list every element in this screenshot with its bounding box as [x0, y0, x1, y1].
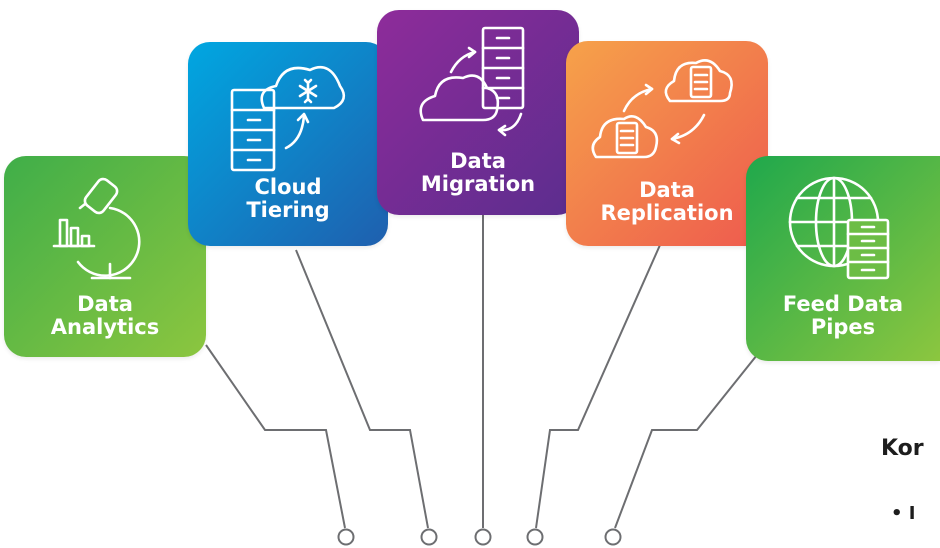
cloud-server-migration-icon	[419, 26, 525, 137]
tile-label-pipes-line1: Feed Data	[782, 292, 904, 316]
tile-label-tiering: Cloud Tiering	[188, 176, 388, 222]
tile-data-analytics[interactable]: Data Analytics	[4, 156, 206, 357]
tile-label-replication-line2: Replication	[600, 201, 734, 225]
tile-label-replication-line1: Data	[639, 178, 695, 202]
microscope-chart-icon	[52, 177, 141, 280]
tile-label-replication: Data Replication	[566, 179, 768, 225]
side-bullet-item: • I	[891, 503, 916, 524]
tile-data-migration[interactable]: Data Migration	[377, 10, 579, 215]
tile-label-tiering-line1: Cloud	[254, 175, 322, 199]
connector-replication	[535, 244, 661, 529]
tile-label-pipes-line2: Pipes	[810, 315, 876, 339]
connector-analytics	[205, 344, 346, 529]
tile-label-migration-line1: Data	[450, 149, 506, 173]
tile-label-analytics-line1: Data	[77, 292, 133, 316]
tile-feed-data-pipes[interactable]: Feed Data Pipes	[746, 156, 940, 361]
side-heading: Kor	[881, 436, 924, 461]
connector-end-tiering	[420, 528, 438, 546]
tile-label-migration-line2: Migration	[420, 172, 536, 196]
globe-server-icon	[788, 176, 890, 280]
connector-tiering	[295, 249, 429, 529]
tile-data-replication[interactable]: Data Replication	[566, 41, 768, 246]
connector-end-migration	[474, 528, 492, 546]
connector-pipes	[614, 354, 758, 529]
tile-label-pipes: Feed Data Pipes	[746, 293, 940, 339]
cloud-replication-icon	[591, 59, 733, 159]
cloud-snowflake-server-icon	[230, 65, 346, 172]
connector-end-replication	[526, 528, 544, 546]
tile-label-migration: Data Migration	[377, 150, 579, 196]
tile-cloud-tiering[interactable]: Cloud Tiering	[188, 42, 388, 246]
connector-end-pipes	[604, 528, 622, 546]
tile-label-analytics-line2: Analytics	[50, 315, 160, 339]
connector-end-analytics	[337, 528, 355, 546]
tile-label-analytics: Data Analytics	[4, 293, 206, 339]
tile-label-tiering-line2: Tiering	[246, 198, 330, 222]
